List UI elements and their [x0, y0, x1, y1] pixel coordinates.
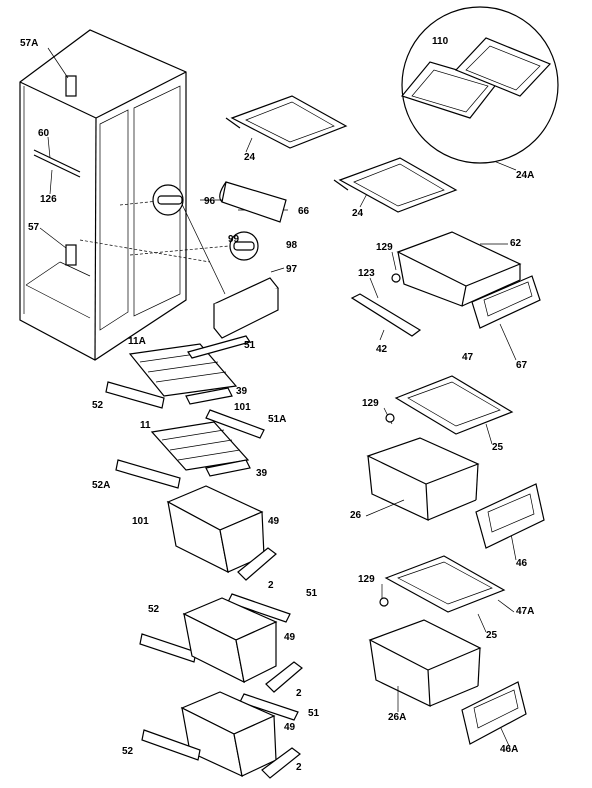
part-51A	[205, 409, 265, 439]
label-24-upper: 24	[244, 152, 256, 163]
label-52-middle: 52	[148, 604, 160, 615]
part-51-middle	[227, 593, 291, 623]
label-52A: 52A	[92, 480, 111, 491]
part-11	[150, 421, 250, 471]
label-51A: 51A	[268, 414, 287, 425]
part-11A	[128, 343, 238, 397]
label-2-upper: 2	[268, 580, 274, 591]
part-99	[229, 231, 259, 261]
part-47	[385, 375, 514, 435]
label-26A: 26A	[388, 712, 407, 723]
label-99: 99	[228, 234, 240, 245]
label-25-upper: 25	[492, 442, 504, 453]
refrigerator-cabinet	[19, 29, 187, 361]
part-52-middle	[139, 633, 197, 663]
label-67: 67	[516, 360, 528, 371]
label-46A: 46A	[500, 744, 519, 755]
label-97: 97	[286, 264, 298, 275]
label-60: 60	[38, 128, 50, 139]
label-51-lower: 51	[308, 708, 320, 719]
label-11A: 11A	[128, 336, 146, 347]
part-46A	[461, 681, 527, 745]
part-52-upper	[105, 381, 165, 409]
label-11: 11	[140, 420, 151, 431]
label-49-upper: 49	[268, 516, 280, 527]
part-24A-inset	[400, 6, 559, 164]
label-25-lower: 25	[486, 630, 498, 641]
part-39-upper	[185, 387, 233, 405]
label-26: 26	[350, 510, 362, 521]
label-98: 98	[286, 240, 298, 251]
part-49-middle	[182, 597, 278, 684]
label-39-lower: 39	[256, 468, 268, 479]
label-46: 46	[516, 558, 528, 569]
part-51-lower	[239, 693, 299, 721]
part-24-upper	[225, 95, 348, 149]
label-96: 96	[204, 196, 216, 207]
part-39-lower	[205, 459, 251, 477]
part-46	[475, 483, 545, 549]
label-129-middle: 129	[362, 398, 379, 409]
label-2-middle: 2	[296, 688, 302, 699]
part-24-lower	[333, 157, 458, 213]
part-2-middle	[265, 661, 303, 693]
part-42	[350, 293, 422, 337]
part-96	[152, 184, 184, 216]
part-26A	[368, 619, 482, 707]
label-24-lower: 24	[352, 208, 364, 219]
label-49-lower: 49	[284, 722, 296, 733]
label-51-middle: 51	[306, 588, 318, 599]
label-42: 42	[376, 344, 388, 355]
part-97	[213, 277, 279, 339]
part-52-lower	[141, 729, 201, 761]
label-110: 110	[432, 36, 449, 47]
label-126: 126	[40, 194, 57, 205]
label-101-lower: 101	[132, 516, 149, 527]
label-57A: 57A	[20, 38, 39, 49]
label-39-upper: 39	[236, 386, 248, 397]
part-2-upper	[237, 547, 277, 581]
part-2-lower	[261, 747, 301, 779]
part-26	[366, 437, 480, 521]
label-52-lower: 52	[122, 746, 134, 757]
label-101-upper: 101	[234, 402, 251, 413]
label-47A: 47A	[516, 606, 535, 617]
label-24A: 24A	[516, 170, 535, 181]
part-66	[219, 181, 287, 223]
label-62: 62	[510, 238, 522, 249]
label-66: 66	[298, 206, 310, 217]
part-49-upper	[166, 485, 265, 574]
part-67	[471, 275, 541, 329]
label-57: 57	[28, 222, 40, 233]
label-129-upper: 129	[376, 242, 393, 253]
label-123: 123	[358, 268, 375, 279]
label-49-middle: 49	[284, 632, 296, 643]
part-51-upper	[187, 335, 251, 359]
label-52-upper: 52	[92, 400, 104, 411]
label-47: 47	[462, 352, 474, 363]
part-47A	[379, 555, 506, 613]
part-52A	[115, 459, 181, 489]
label-129-lower: 129	[358, 574, 375, 585]
label-51-upper: 51	[244, 340, 256, 351]
label-2-lower: 2	[296, 762, 302, 773]
